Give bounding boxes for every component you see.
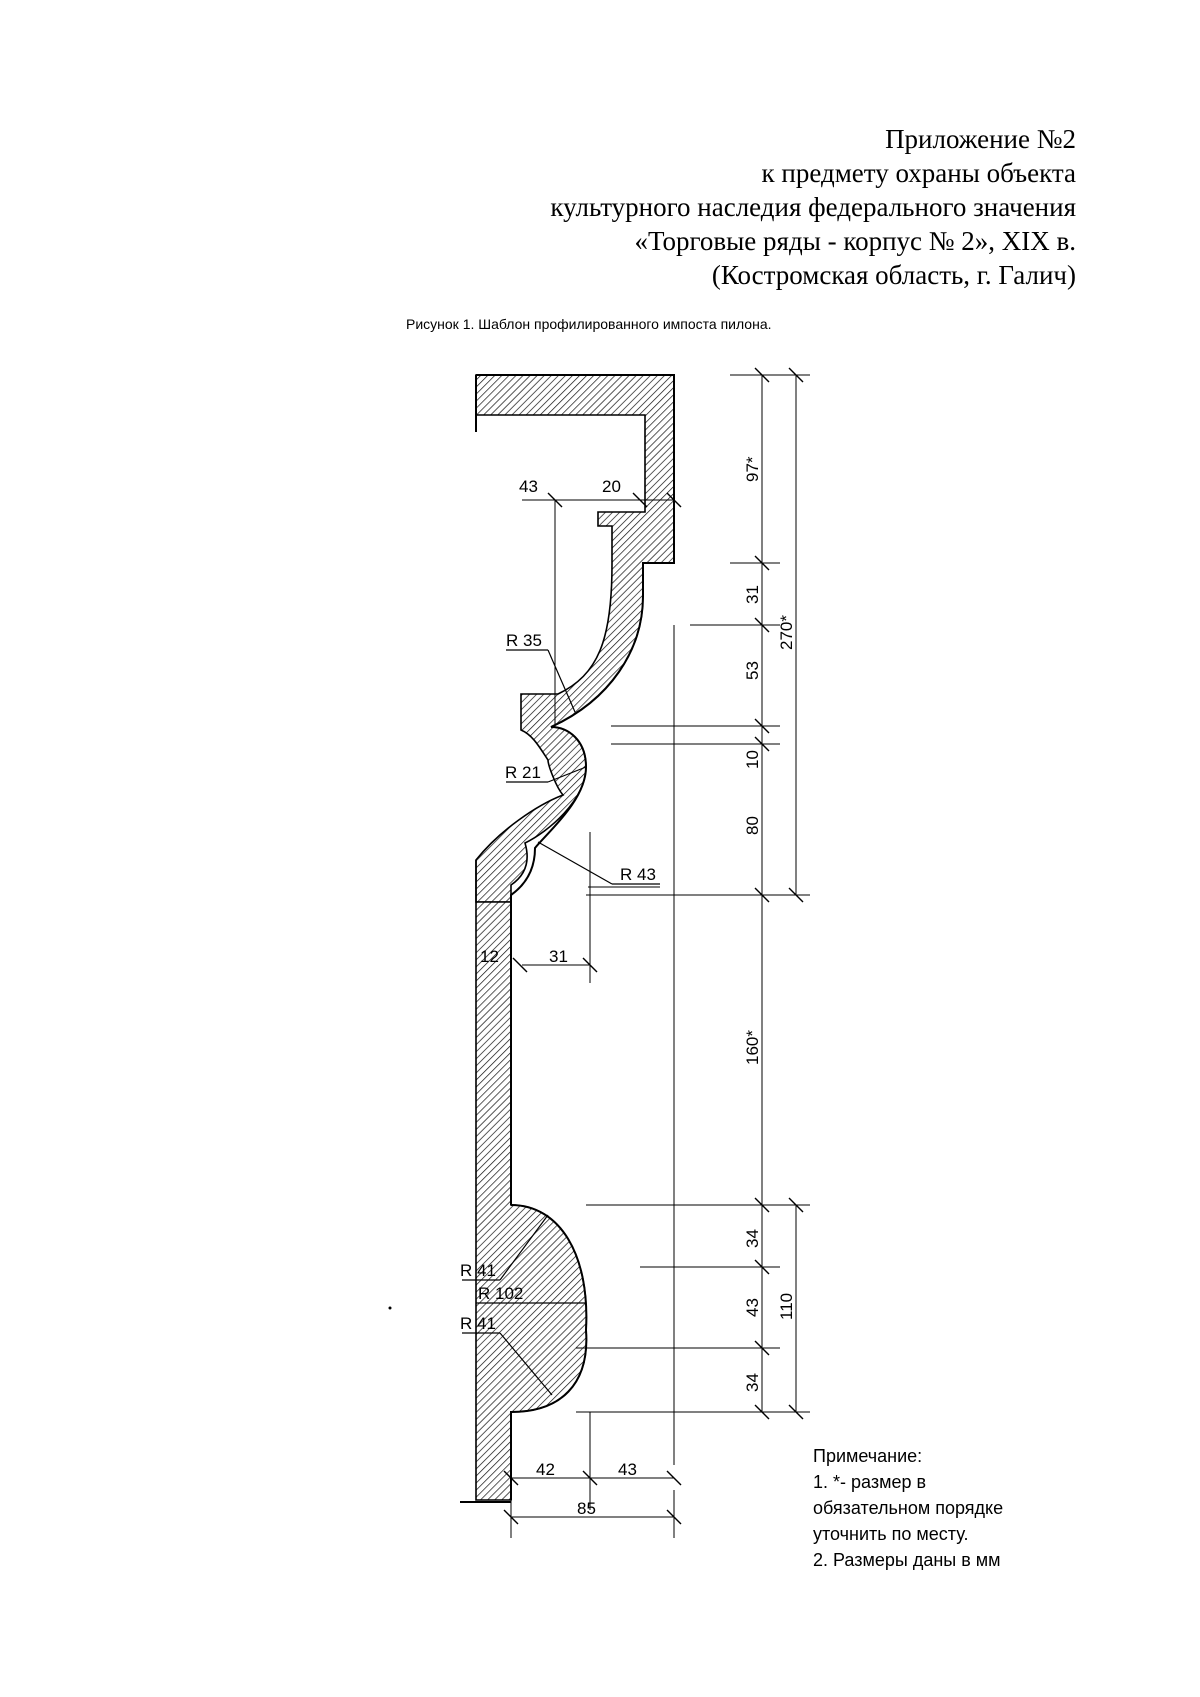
dim-r35: R 35 [506,631,542,650]
dim-top-43: 43 [519,477,538,496]
header-line-5: (Костромская область, г. Галич) [711,260,1076,290]
dim-v34-bottom: 34 [743,1373,762,1392]
dim-v80: 80 [743,816,762,835]
dim-bottom-85: 85 [577,1499,596,1518]
dim-v97: 97* [743,456,762,482]
note-line-1: 1. *- размер в [813,1472,927,1492]
profile-outline [460,374,675,1503]
note-line-3: уточнить по месту. [813,1524,969,1544]
dimension-ticks [503,367,804,1525]
extension-lines [510,374,810,1538]
note-line-2: обязательном порядке [813,1498,1004,1518]
header-line-4: «Торговые ряды - корпус № 2», XIX в. [634,226,1076,256]
dim-bottom-43: 43 [618,1460,637,1479]
note-line-4: 2. Размеры даны в мм [813,1550,1001,1570]
dimension-labels: 43 20 R 35 R 21 R 43 12 31 R 41 R 102 R … [460,456,796,1518]
dim-r21: R 21 [505,763,541,782]
dim-v43: 43 [743,1298,762,1317]
note-title: Примечание: [813,1446,923,1466]
stray-dot [388,1306,392,1310]
dim-v34-top: 34 [743,1229,762,1248]
dim-v110: 110 [777,1293,796,1320]
dim-v53: 53 [743,661,762,680]
figure-caption: Рисунок 1. Шаблон профилированного импос… [406,316,772,332]
dim-r41-bottom: R 41 [460,1314,496,1333]
dim-v31: 31 [743,585,762,604]
dim-r102: R 102 [478,1284,523,1303]
note-block: Примечание: 1. *- размер в обязательном … [813,1443,1003,1573]
document-header: Приложение №2 к предмету охраны объекта … [356,122,1076,292]
dim-r41-top: R 41 [460,1261,496,1280]
dim-31: 31 [549,947,568,966]
radius-leaders [462,649,660,1396]
dim-r43: R 43 [620,865,656,884]
dim-top-20: 20 [602,477,621,496]
dim-v10: 10 [743,750,762,769]
appendix-title: Приложение №2 [885,124,1076,154]
dim-bottom-42: 42 [536,1460,555,1479]
dim-12: 12 [480,947,499,966]
header-line-3: культурного наследия федерального значен… [550,192,1076,222]
header-line-2: к предмету охраны объекта [761,158,1076,188]
dim-v270: 270* [777,615,796,650]
dim-v160: 160* [743,1030,762,1065]
